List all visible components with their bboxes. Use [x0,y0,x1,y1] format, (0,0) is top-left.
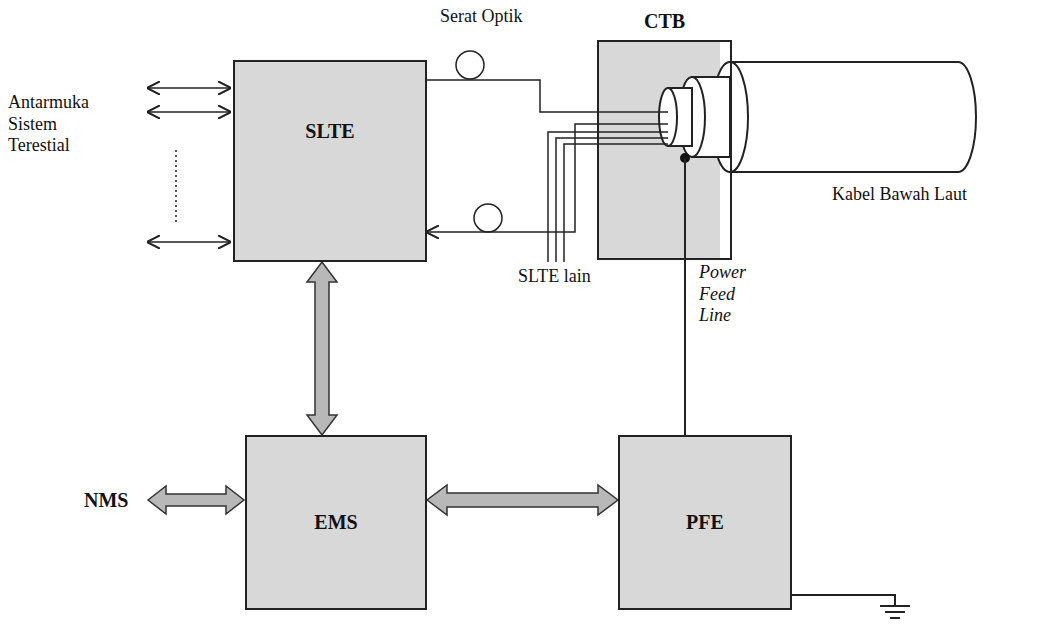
fibre [564,144,668,262]
data-arrow [427,485,618,515]
node-title: PFE [620,511,790,534]
data-arrow [307,262,337,435]
interface-arrow [148,87,230,89]
cable-body [730,62,976,172]
edge-label: Power Feed Line [699,262,746,327]
fibre [597,123,668,125]
nms-label: NMS [84,488,128,512]
fibre [597,111,668,113]
fibre [548,132,668,262]
other-slte-label: SLTE lain [518,266,591,288]
ground-bar [880,605,910,607]
interface-arrow [148,111,230,113]
fibre-label: Serat Optik [440,6,523,28]
power-feed-line [684,260,686,435]
optical-fibre [427,80,597,112]
interface-arrows [148,88,230,242]
ctb-box: CTB [597,40,732,260]
ground-symbol [780,595,910,618]
ems-box: EMS [245,435,427,610]
interface-arrow [148,241,230,243]
fibre [556,138,668,262]
ellipsis-line [175,150,177,222]
node-title: CTB [599,10,730,33]
fibre-loop [456,51,484,79]
fibre-loop [474,204,502,232]
ground-bar [890,617,900,619]
ground-bar [885,611,905,613]
node-title: SLTE [235,120,425,143]
fibres [548,112,668,262]
interface-label: Antarmuka Sistem Terestial [8,92,94,157]
slte-box: SLTE [233,60,427,262]
ground-wire [780,595,895,606]
optical-fibre [427,124,597,232]
pfe-box: PFE [618,435,792,610]
cable-label: Kabel Bawah Laut [832,184,967,206]
node-title: EMS [247,511,425,534]
power-line [684,158,686,260]
nms-arrow [148,486,244,514]
